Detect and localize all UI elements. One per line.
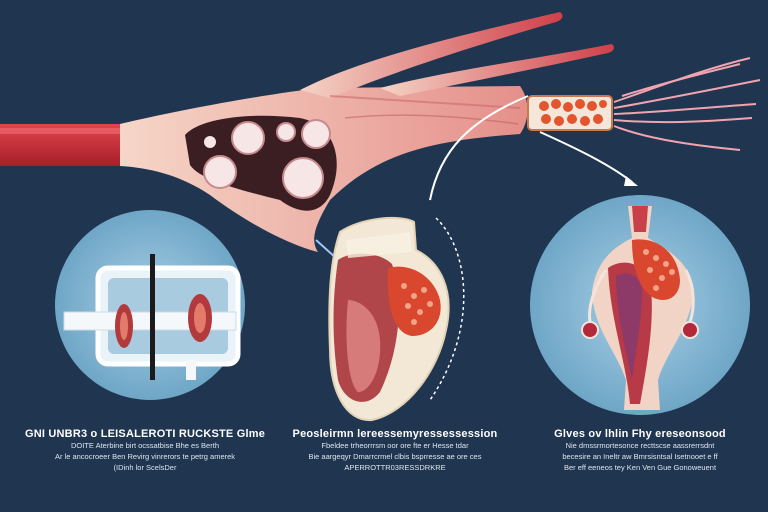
caption-left-title: GNI UNBR3 o LEISALEROTI RUCKSTE Glme [24, 428, 266, 440]
caption-left-line-1: DOITE Aterbine birt ocssatbise Bhe es Be… [71, 441, 219, 450]
left-detail-circle [55, 210, 245, 400]
cell-1 [231, 121, 265, 155]
right-node [681, 321, 699, 339]
cell-3 [282, 157, 324, 199]
right-detail-circle [530, 195, 750, 415]
caption-right-title: Glves ov lhlin Fhy ereseonsood [554, 428, 726, 440]
caption-left-line-3: (IDinh lor ScelsDer [113, 463, 177, 472]
nerve-fibers [613, 57, 761, 151]
caption-right-line-2: becesire an Ineltr aw Bmrsisntsal Isetno… [562, 452, 718, 461]
caption-left: GNI UNBR3 o LEISALEROTI RUCKSTE Glme DOI… [20, 428, 270, 473]
caption-right-line-3: Ber eff eeneos tey Ken Ven Gue Gonoweuen… [563, 463, 717, 472]
caption-middle-line-1: Fbeldee trheorrrsm oor ore fte er Hesse … [321, 441, 469, 450]
cell-6 [204, 136, 216, 148]
cell-4 [301, 119, 331, 149]
central-organ [328, 216, 465, 422]
caption-left-line-2: Ar le ancocroeer Ben Revirg vinrerors te… [54, 452, 236, 461]
vessel-structure [0, 12, 761, 259]
connector-arrow-left [429, 95, 529, 201]
sample-granules [539, 99, 607, 126]
upper-tentacle-2 [380, 44, 614, 96]
upper-tentacle-1 [300, 12, 563, 98]
sample-capsule [527, 95, 613, 131]
caption-right-line-1: Nie dmssrmortesonce recttscse aassrerrsd… [565, 441, 715, 450]
caption-middle-title: Peosleirmn lereessemyressessession [292, 428, 498, 440]
cell-2 [203, 155, 237, 189]
granular-region [632, 239, 680, 300]
divider-line [150, 254, 155, 380]
caption-middle: Peosleirmn lereessemyressessession Fbeld… [280, 428, 510, 473]
left-node [581, 321, 599, 339]
cell-5 [276, 122, 296, 142]
caption-middle-line-2: Bie aargeqyr Dmarrcrmel clbis bsprresse … [308, 452, 482, 461]
connector-arrow-right [539, 131, 633, 183]
caption-right: Glves ov lhlin Fhy ereseonsood Nie dmssr… [530, 428, 750, 473]
tissue-patch [387, 266, 441, 336]
caption-middle-line-3: APERROTTR03RESSDRKRE [344, 463, 446, 472]
